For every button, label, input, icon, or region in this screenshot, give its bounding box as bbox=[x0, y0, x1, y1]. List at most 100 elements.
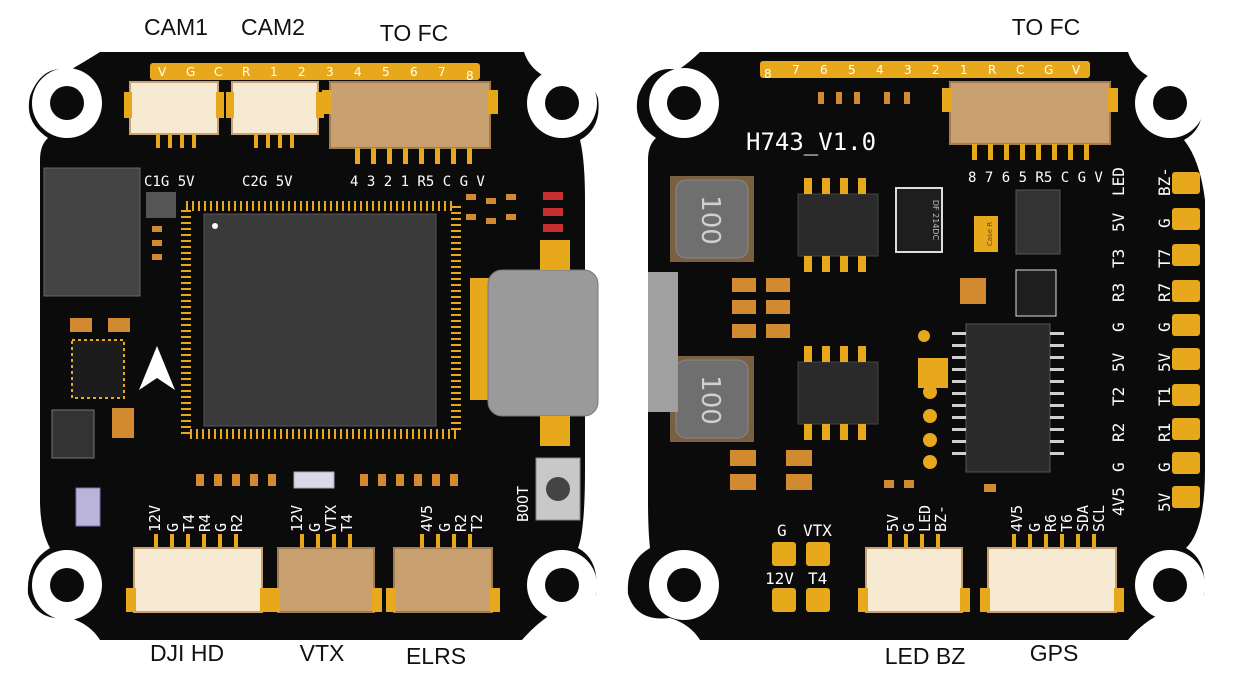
back-vtx-pad-label: T4 bbox=[808, 569, 827, 588]
gps-pin-label: G bbox=[1026, 523, 1044, 532]
back-top-pin: 3 bbox=[904, 63, 912, 77]
back-pad-label: 4V5 bbox=[1109, 487, 1128, 516]
front-top-pin: 3 bbox=[326, 65, 334, 79]
back-vtx-pad-label: G bbox=[777, 521, 787, 540]
back-pad-label: 5V bbox=[1155, 492, 1174, 512]
front-top-pin: G bbox=[186, 65, 195, 79]
cam1-callout: CAM1 bbox=[144, 14, 208, 40]
vtx-pin-label: G bbox=[306, 523, 324, 532]
back-top-pads: 8 7 6 5 4 3 2 1 R C G V bbox=[760, 61, 1090, 81]
back-top-pin: 7 bbox=[792, 63, 800, 77]
elrs-pin-label: G bbox=[436, 523, 454, 532]
back-regulator-chip: DF 214DC bbox=[895, 187, 943, 253]
back-top-pin: G bbox=[1044, 63, 1053, 77]
cam2-silk: C2G 5V bbox=[242, 174, 293, 190]
diode-text: Case R bbox=[986, 222, 994, 246]
front-top-pin: V bbox=[158, 65, 167, 79]
back-vtx-pads bbox=[772, 542, 830, 612]
front-top-pin: R bbox=[242, 65, 250, 79]
vtx-pin-labels: 12V G VTX T4 bbox=[288, 505, 356, 532]
back-pad-label: R1 bbox=[1155, 423, 1174, 442]
front-top-pin: 7 bbox=[438, 65, 446, 79]
elrs-pin-label: T2 bbox=[468, 514, 486, 532]
elrs-pin-label: R2 bbox=[452, 514, 470, 532]
back-usb-shell bbox=[648, 272, 678, 412]
back-pad-label: G bbox=[1109, 322, 1128, 332]
led-pin-label: G bbox=[900, 523, 918, 532]
dji-pin-label: G bbox=[164, 523, 182, 532]
cam1-silk: C1G 5V bbox=[144, 174, 195, 190]
back-right-pads bbox=[1172, 172, 1200, 508]
dji-pin-label: G bbox=[212, 523, 230, 532]
back-pad-label: LED bbox=[1109, 167, 1128, 196]
front-red-leds bbox=[543, 192, 563, 232]
dji-pin-label: 12V bbox=[146, 505, 164, 532]
front-top-pin: 5 bbox=[382, 65, 390, 79]
gps-pin-label: SCL bbox=[1090, 505, 1108, 532]
back-qfn-pad bbox=[918, 358, 948, 388]
front-crystal bbox=[293, 471, 335, 489]
dji-hd-connector bbox=[126, 534, 270, 613]
back-ssop-ic bbox=[952, 323, 1064, 473]
back-top-pin: V bbox=[1072, 63, 1081, 77]
front-sensor-component bbox=[75, 487, 101, 527]
elrs-pin-label: 4V5 bbox=[418, 505, 436, 532]
gps-callout: GPS bbox=[1029, 640, 1079, 666]
cam2-callout: CAM2 bbox=[241, 14, 305, 40]
gyro-chip bbox=[71, 339, 125, 399]
back-pad-label: G bbox=[1155, 322, 1174, 332]
front-top-pads: V G C R 1 2 3 4 5 6 7 8 bbox=[150, 63, 480, 83]
back-pad-label: R7 bbox=[1155, 283, 1174, 302]
cam2-connector bbox=[226, 81, 324, 148]
led-bz-callout: LED BZ bbox=[884, 643, 966, 669]
board-name: H743_V1.0 bbox=[746, 128, 876, 156]
back-pad-label: BZ- bbox=[1155, 167, 1174, 196]
led-bz-connector bbox=[858, 534, 970, 613]
gps-pin-label: SDA bbox=[1074, 505, 1092, 532]
usb-c-port bbox=[470, 240, 599, 446]
gps-connector bbox=[980, 534, 1124, 613]
back-pad-label: G bbox=[1109, 462, 1128, 472]
led-pin-labels: 5V G LED BZ- bbox=[884, 505, 950, 532]
front-top-pin: 2 bbox=[298, 65, 306, 79]
front-top-pin: 4 bbox=[354, 65, 362, 79]
inductor-top-label: 100 bbox=[695, 195, 725, 245]
front-top-pin: C bbox=[214, 65, 222, 79]
back-pad-label: R3 bbox=[1109, 283, 1128, 302]
back-top-pin: 4 bbox=[876, 63, 884, 77]
dji-pin-label: T4 bbox=[180, 514, 198, 532]
back-pad-label: G bbox=[1155, 218, 1174, 228]
dji-hd-callout: DJI HD bbox=[149, 640, 225, 666]
dji-pin-label: R4 bbox=[196, 514, 214, 532]
led-pin-label: LED bbox=[916, 505, 934, 532]
back-to-fc-callout: TO FC bbox=[1011, 14, 1081, 40]
back-tofc-silk: 8 7 6 5 R5 C G V bbox=[968, 170, 1103, 186]
back-top-pin: R bbox=[988, 63, 996, 77]
back-test-pads bbox=[918, 330, 937, 469]
back-dual-diode bbox=[1015, 269, 1057, 317]
back-pad-label: 5V bbox=[1109, 352, 1128, 372]
front-smd-parts bbox=[70, 194, 516, 486]
back-top-pin: C bbox=[1016, 63, 1024, 77]
elrs-pin-labels: 4V5 G R2 T2 bbox=[418, 505, 486, 532]
gps-pin-label: T6 bbox=[1058, 514, 1076, 532]
orientation-arrow-icon bbox=[139, 346, 175, 390]
vtx-pin-label: 12V bbox=[288, 505, 306, 532]
back-tofc-connector bbox=[942, 81, 1118, 160]
baro-chip bbox=[51, 409, 95, 459]
back-diode: Case R bbox=[974, 216, 998, 252]
back-board: 8 7 6 5 4 3 2 1 R C G V 8 7 6 5 R5 C G V… bbox=[627, 52, 1205, 640]
back-left-pad-labels: LED 5V T3 R3 G 5V T2 R2 G 4V5 bbox=[1109, 167, 1128, 516]
elrs-callout: ELRS bbox=[405, 643, 467, 669]
boot-button bbox=[535, 457, 581, 521]
back-top-pin: 1 bbox=[960, 63, 968, 77]
back-pad-label: T2 bbox=[1109, 387, 1128, 406]
back-vtx-pad-label: 12V bbox=[765, 569, 794, 588]
back-top-pin: 6 bbox=[820, 63, 828, 77]
front-top-pin: 8 bbox=[466, 69, 474, 83]
led-pin-label: BZ- bbox=[932, 505, 950, 532]
back-top-pin: 5 bbox=[848, 63, 856, 77]
dji-pin-labels: 12V G T4 R4 G R2 bbox=[146, 505, 246, 532]
regulator-chip-text: DF 214DC bbox=[931, 200, 940, 241]
